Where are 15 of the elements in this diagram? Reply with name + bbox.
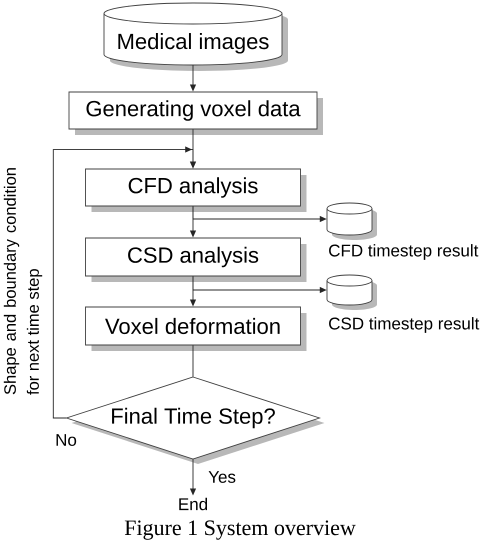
side-note: Shape and boundary condition for next time step — [4, 168, 42, 395]
storage-label: CSD timestep result — [329, 317, 480, 333]
process-box: Voxel deformation — [85, 306, 306, 351]
process-box: CSD analysis — [85, 238, 306, 282]
connector-line — [192, 345, 194, 378]
figure-caption: Figure 1 System overview — [124, 520, 356, 540]
database-cylinder — [326, 274, 377, 310]
terminal-label: End — [179, 498, 208, 510]
arrow — [52, 146, 196, 418]
process-box: Generating voxel data — [68, 92, 323, 135]
process-box: CFD analysis — [85, 168, 306, 212]
edge-label: Yes — [207, 470, 237, 484]
database-cylinder: Medical images — [104, 2, 288, 71]
database-cylinder — [326, 202, 377, 240]
storage-label: CFD timestep result — [329, 244, 478, 260]
